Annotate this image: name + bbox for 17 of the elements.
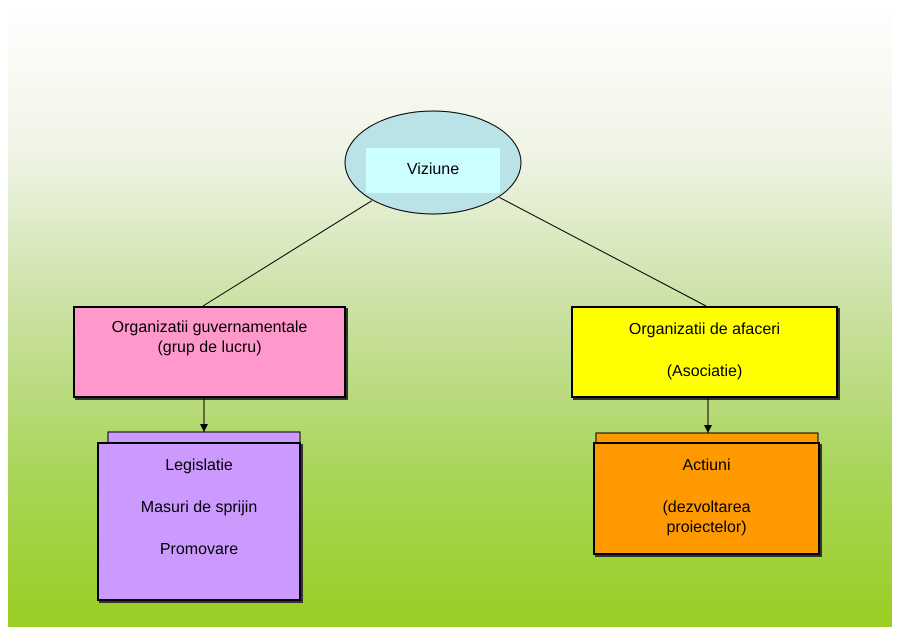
process-box xyxy=(571,306,838,398)
node-label: Organizatii guvernamentale (grup de lucru) xyxy=(110,318,308,358)
connector-line xyxy=(202,200,372,306)
stacked-box xyxy=(97,442,301,601)
process-box xyxy=(73,306,346,398)
arrow xyxy=(704,398,712,434)
stacked-box xyxy=(593,442,820,555)
connector-line xyxy=(498,196,706,306)
node-label: Promovare xyxy=(160,540,238,560)
node-label: (Asociatie) xyxy=(666,362,742,382)
node-label: Masuri de sprijin xyxy=(140,498,258,518)
node-label: Organizatii de afaceri xyxy=(628,320,780,340)
node-label: Legislatie xyxy=(165,456,233,476)
arrow xyxy=(200,398,208,432)
node-label: Actiuni xyxy=(682,456,731,476)
node-label: (dezvoltarea proiectelor) xyxy=(661,498,752,538)
node-label: Viziune xyxy=(366,148,500,193)
